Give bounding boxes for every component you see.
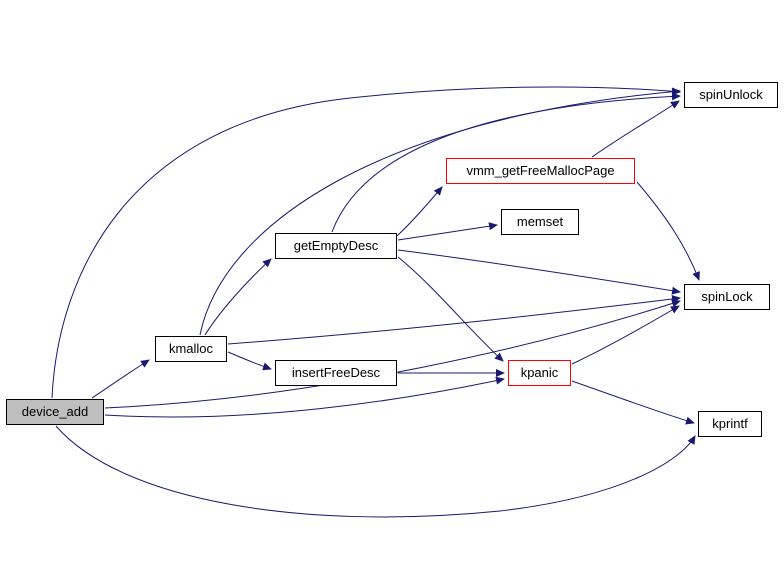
edge-kmalloc-to-getEmptyDesc <box>204 258 272 336</box>
node-device_add[interactable]: device_add <box>6 399 104 425</box>
node-spinUnlock[interactable]: spinUnlock <box>684 82 778 108</box>
edge-device_add-to-spinLock <box>104 299 681 409</box>
edge-getEmptyDesc-to-kpanic <box>397 256 504 362</box>
edge-getEmptyDesc-to-spinUnlock <box>331 92 681 233</box>
edge-device_add-to-spinUnlock <box>51 86 681 399</box>
edge-getEmptyDesc-to-vmm_getFreeMallocPage <box>396 186 443 237</box>
node-insertFreeDesc[interactable]: insertFreeDesc <box>275 360 397 386</box>
edge-getEmptyDesc-to-spinLock <box>397 249 681 295</box>
edge-kpanic-to-kprintf <box>571 380 695 425</box>
edge-vmm_getFreeMallocPage-to-spinUnlock <box>591 100 680 158</box>
node-getEmptyDesc[interactable]: getEmptyDesc <box>275 233 397 259</box>
edge-device_add-to-kprintf <box>55 425 696 518</box>
edge-kmalloc-to-spinLock <box>227 295 681 345</box>
node-memset[interactable]: memset <box>501 209 579 235</box>
edge-getEmptyDesc-to-memset <box>397 222 498 241</box>
edge-device_add-to-kpanic <box>104 376 505 418</box>
edge-kmalloc-to-insertFreeDesc <box>227 351 272 371</box>
edge-device_add-to-kmalloc <box>91 359 150 399</box>
edge-kpanic-to-spinLock <box>571 305 680 365</box>
node-vmm_getFreeMallocPage[interactable]: vmm_getFreeMallocPage <box>446 158 635 184</box>
edge-kmalloc-to-spinUnlock <box>199 87 681 336</box>
node-kprintf[interactable]: kprintf <box>698 411 762 437</box>
edge-vmm_getFreeMallocPage-to-spinLock <box>636 181 700 281</box>
node-kmalloc[interactable]: kmalloc <box>155 336 227 362</box>
node-kpanic[interactable]: kpanic <box>508 360 571 386</box>
node-spinLock[interactable]: spinLock <box>684 284 770 310</box>
